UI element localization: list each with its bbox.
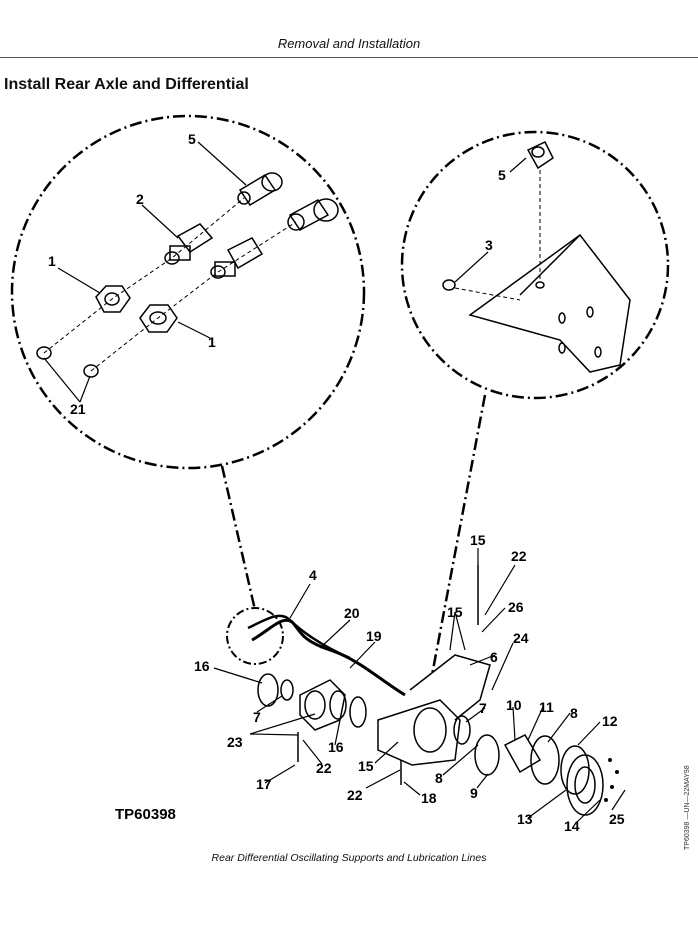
differential-housing: [377, 654, 491, 766]
callout: 1: [208, 334, 216, 350]
callout: 15: [470, 532, 486, 548]
support-bracket-detail: [442, 141, 631, 373]
callout: 15: [447, 604, 463, 620]
detail-ref-circle: [226, 607, 284, 665]
callout: 11: [539, 699, 554, 715]
callout: 7: [253, 709, 261, 725]
side-reference-code: TP60398 —UN—22MAY98: [684, 765, 691, 850]
callout: 12: [602, 713, 618, 729]
section-header: Removal and Installation: [277, 36, 421, 51]
callout: 16: [194, 658, 210, 674]
callout: 8: [435, 770, 443, 786]
figure-caption: Rear Differential Oscillating Supports a…: [211, 852, 487, 864]
figure-id: TP60398: [115, 806, 176, 823]
callout: 2: [136, 191, 144, 207]
right-side-parts: [400, 565, 604, 816]
callout: 20: [344, 605, 360, 621]
callout: 17: [256, 776, 272, 792]
callout: 3: [485, 237, 493, 253]
page-title: Install Rear Axle and Differential: [4, 76, 249, 93]
callout: 25: [609, 811, 625, 827]
callout: 19: [366, 628, 382, 644]
header-divider: [0, 57, 698, 58]
callout: 6: [490, 649, 498, 665]
callout: 1: [48, 253, 56, 269]
callout: 22: [511, 548, 527, 564]
callout: 14: [564, 818, 580, 834]
callout: 9: [470, 785, 478, 801]
callout: 21: [70, 401, 86, 417]
callout: 10: [506, 697, 522, 713]
fitting-group: [36, 172, 339, 378]
lube-line-19: [251, 618, 406, 697]
bolt-set: [604, 758, 619, 802]
callout: 22: [316, 760, 332, 776]
callout: 4: [309, 567, 317, 583]
detail-leader-left: [220, 465, 257, 611]
lube-line-4: [247, 614, 351, 660]
oscillating-support-left: [257, 673, 367, 762]
detail-leader-right: [430, 394, 487, 676]
callout: 7: [479, 700, 487, 716]
detail-circle-fittings: [10, 114, 366, 470]
callout: 23: [227, 734, 243, 750]
callout: 5: [188, 131, 196, 147]
callout: 18: [421, 790, 437, 806]
callout: 16: [328, 739, 344, 755]
callout: 5: [498, 167, 506, 183]
callout: 26: [508, 599, 524, 615]
callout: 22: [347, 787, 363, 803]
detail-circle-support: [400, 130, 670, 400]
callout: 15: [358, 758, 374, 774]
callout: 24: [513, 630, 529, 646]
callout: 13: [517, 811, 533, 827]
callout: 8: [570, 705, 578, 721]
